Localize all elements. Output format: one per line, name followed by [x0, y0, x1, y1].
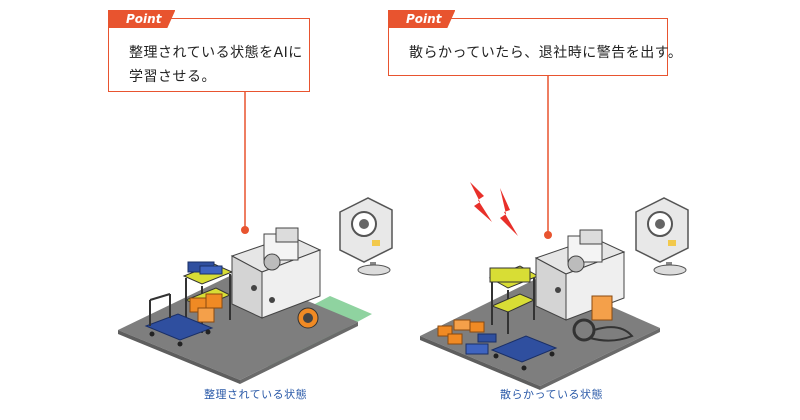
shelf-left — [182, 261, 234, 333]
cart-right — [490, 335, 558, 371]
point-text-left-line2: 学習させる。 — [129, 69, 216, 85]
machine-right — [534, 229, 634, 342]
point-tag-right: Point — [388, 10, 456, 28]
security-camera-icon-left — [339, 197, 393, 276]
cart-left — [144, 293, 214, 347]
lightning-alert-icon — [470, 182, 518, 236]
machine-left — [230, 227, 322, 329]
left-scene — [118, 197, 393, 384]
right-scene — [420, 182, 689, 390]
caption-right: 散らかっている状態 — [500, 388, 603, 401]
point-text-left: 整理されている状態をAIに 学習させる。 — [129, 41, 303, 89]
connector-dot-left — [241, 226, 249, 234]
point-box-right: Point 散らかっていたら、退社時に警告を出す。 — [388, 10, 682, 76]
caption-left: 整理されている状態 — [204, 388, 308, 401]
point-text-left-line1: 整理されている状態をAIに — [129, 45, 303, 61]
point-text-right-line1: 散らかっていたら、退社時に警告を出す。 — [409, 45, 683, 61]
security-camera-icon-right — [635, 197, 689, 276]
point-tag-left: Point — [108, 10, 176, 28]
scattered-crates — [437, 319, 497, 355]
point-box-left: Point 整理されている状態をAIに 学習させる。 — [108, 10, 310, 92]
connector-dot-right — [544, 231, 552, 239]
point-text-right: 散らかっていたら、退社時に警告を出す。 — [409, 41, 682, 65]
shelf-right — [488, 265, 540, 334]
